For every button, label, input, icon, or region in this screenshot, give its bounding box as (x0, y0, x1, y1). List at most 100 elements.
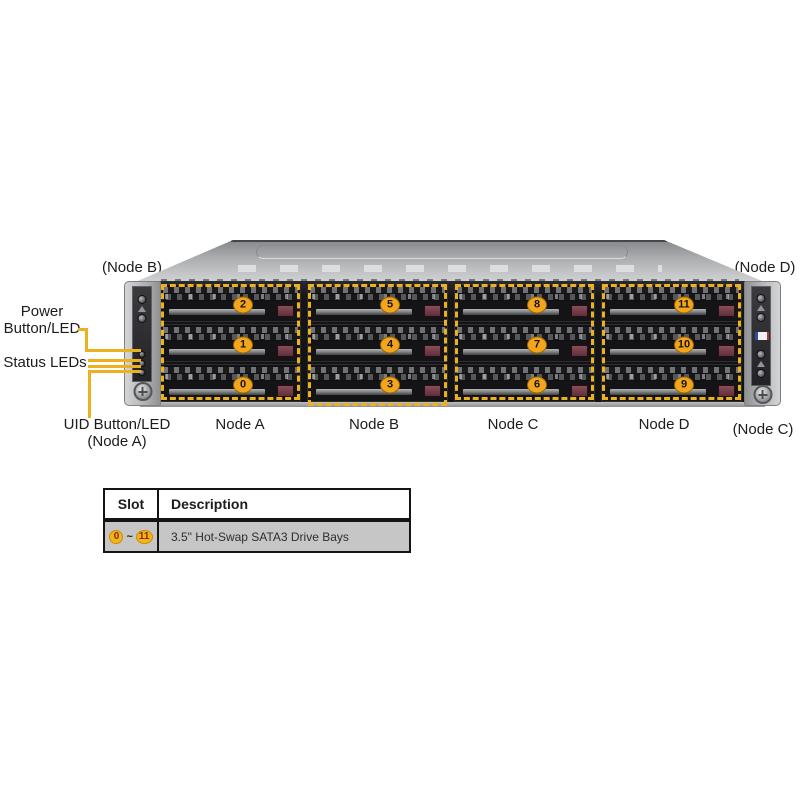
drive-tray: 5 (307, 284, 448, 322)
drive-handle-zone (457, 342, 592, 359)
drive-vent-grill (163, 286, 298, 301)
control-panel-strip-right (751, 286, 771, 386)
status-leds-label: Status LEDs (3, 354, 87, 371)
drive-vent-grill (163, 326, 298, 341)
drive-release-latch (277, 385, 294, 397)
drive-handle-zone (457, 382, 592, 399)
label-node-c-ear: (Node C) (732, 421, 794, 438)
power-button-icon (756, 350, 766, 359)
power-button-label: Power Button/LED (0, 303, 84, 337)
node-b-highlight-outline (308, 284, 447, 406)
uid-button-label-line1: UID Button/LED (63, 416, 171, 433)
drive-vent-grill (310, 286, 445, 301)
drive-vent-grill (163, 366, 298, 381)
drive-handle-zone (163, 382, 298, 399)
slot-description-cell: 3.5" Hot-Swap SATA3 Drive Bays (171, 529, 349, 544)
slot-start-badge: 0 (109, 529, 124, 544)
drive-release-latch (718, 305, 735, 317)
drive-release-latch (571, 385, 588, 397)
slot-number-badge: 11 (674, 296, 694, 314)
chassis-bottom-lip (140, 402, 765, 407)
drive-handle (463, 389, 559, 395)
drive-handle (463, 309, 559, 315)
drive-handle-zone (163, 342, 298, 359)
drive-vent-grill (457, 286, 592, 301)
power-leader-line (85, 349, 141, 352)
drive-release-latch (718, 385, 735, 397)
node-a-highlight-outline (161, 284, 300, 400)
drive-release-latch (424, 345, 441, 357)
drive-handle (610, 309, 706, 315)
slot-end-badge: 11 (135, 529, 153, 544)
node-d-highlight-outline (602, 284, 741, 400)
thumbscrew-icon (133, 382, 152, 401)
uid-button-label: UID Button/LED (Node A) (60, 416, 174, 450)
slot-number-badge: 5 (380, 296, 400, 314)
node-a-label: Node A (215, 416, 265, 433)
slot-number-badge: 2 (233, 296, 253, 314)
rack-ear-left (124, 281, 161, 406)
reset-triangle-icon (138, 306, 146, 312)
power-button-label-line1: Power (20, 303, 64, 320)
drive-handle-zone (310, 342, 445, 359)
drive-release-latch (277, 305, 294, 317)
status-leader-line (88, 359, 141, 362)
drive-vent-grill (604, 366, 739, 381)
node-a-drive-group: 2 1 0 (160, 283, 301, 402)
drive-handle (169, 349, 265, 355)
drive-release-latch (571, 305, 588, 317)
drive-handle-zone (604, 342, 739, 359)
drive-vent-grill (310, 326, 445, 341)
node-c-label: Node C (487, 416, 539, 433)
description-header-cell: Description (171, 496, 249, 512)
power-led-icon (138, 351, 146, 358)
rack-ear-right (744, 281, 781, 406)
drive-tray: 7 (454, 324, 595, 362)
drive-handle (316, 349, 412, 355)
slot-number-badge: 9 (674, 376, 694, 394)
drive-vent-grill (310, 366, 445, 381)
drive-handle-zone (310, 302, 445, 319)
power-button-icon (137, 295, 147, 304)
drive-tray: 9 (601, 364, 742, 402)
drive-handle-zone (163, 302, 298, 319)
power-button-label-line2: Button/LED (3, 320, 81, 337)
drive-handle (316, 309, 412, 315)
status-led-icon (138, 360, 146, 367)
slot-description-table: Slot Description 0 ~ 11 3.5" Hot-Swap SA… (103, 488, 411, 553)
drive-handle (169, 389, 265, 395)
chassis-top-panel (133, 240, 767, 283)
drive-handle (610, 349, 706, 355)
brand-logo (755, 332, 769, 340)
slot-number-badge: 1 (233, 336, 253, 354)
drive-vent-grill (604, 326, 739, 341)
slot-number-badge: 7 (527, 336, 547, 354)
power-leader-line (85, 328, 88, 352)
node-b-drive-group: 5 4 3 (307, 283, 448, 406)
drive-handle-zone (310, 382, 445, 399)
thumbscrew-icon (753, 385, 772, 404)
drive-handle-zone (604, 382, 739, 399)
drive-handle (169, 309, 265, 315)
drive-tray: 10 (601, 324, 742, 362)
slot-range-tilde: ~ (126, 530, 133, 543)
uid-button-icon (756, 313, 766, 322)
slot-header-cell: Slot (105, 490, 159, 518)
uid-button-label-line2: (Node A) (87, 433, 147, 450)
table-header-row: Slot Description (105, 490, 409, 522)
drive-tray: 3 (307, 364, 448, 402)
drive-tray: 0 (160, 364, 301, 402)
drive-vent-grill (457, 326, 592, 341)
label-node-d-ear: (Node D) (734, 259, 796, 276)
power-leader-line (78, 328, 88, 331)
reset-triangle-icon (757, 305, 765, 311)
reset-triangle-icon (757, 361, 765, 367)
node-c-highlight-outline (455, 284, 594, 400)
status-leader-line (88, 365, 141, 368)
top-panel-vent-slots (238, 265, 662, 272)
uid-button-icon (137, 314, 147, 323)
drive-handle (610, 389, 706, 395)
drive-release-latch (571, 345, 588, 357)
label-node-b-ear: (Node B) (101, 259, 163, 276)
